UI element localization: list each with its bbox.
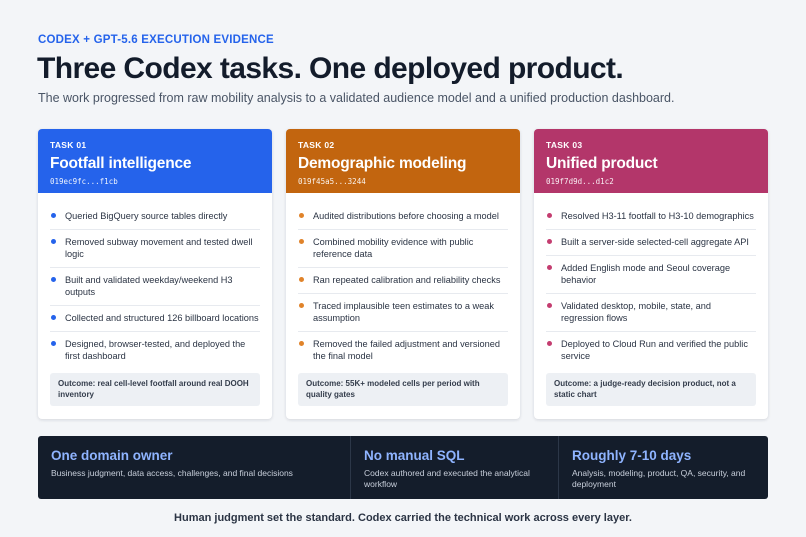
task-id: 019ec9fc...f1cb <box>50 177 118 186</box>
list-item: Removed subway movement and tested dwell… <box>50 230 260 268</box>
stat-value: No manual SQL <box>364 448 465 463</box>
list-item: Deployed to Cloud Run and verified the p… <box>546 332 756 369</box>
list-item-text: Resolved H3-11 footfall to H3-10 demogra… <box>561 211 754 221</box>
task-title: Demographic modeling <box>298 155 467 172</box>
bullet-dot-icon <box>299 277 304 282</box>
task-card-demographic: TASK 02 Demographic modeling 019f45a5...… <box>286 129 520 419</box>
stat-description: Business judgment, data access, challeng… <box>51 468 293 478</box>
task-card-body: Audited distributions before choosing a … <box>286 193 520 419</box>
list-item-text: Added English mode and Seoul coverage be… <box>561 263 731 285</box>
list-item: Built and validated weekday/weekend H3 o… <box>50 268 260 306</box>
list-item-text: Removed the failed adjustment and versio… <box>313 339 500 361</box>
stat-description: Codex authored and executed the analytic… <box>364 468 530 489</box>
bullet-dot-icon <box>299 341 304 346</box>
list-item-text: Traced implausible teen estimates to a w… <box>313 301 494 323</box>
stat-value: One domain owner <box>51 448 173 463</box>
task-title: Unified product <box>546 155 658 172</box>
bullet-dot-icon <box>51 277 56 282</box>
task-card-header: TASK 03 Unified product 019f7d9d...d1c2 <box>534 129 768 193</box>
bullet-dot-icon <box>547 303 552 308</box>
list-item: Queried BigQuery source tables directly <box>50 204 260 230</box>
list-item-text: Combined mobility evidence with public r… <box>313 237 474 259</box>
stat-no-manual-sql: No manual SQL Codex authored and execute… <box>351 436 559 499</box>
task-card-footfall: TASK 01 Footfall intelligence 019ec9fc..… <box>38 129 272 419</box>
summary-stats-band: One domain owner Business judgment, data… <box>38 436 768 499</box>
bullet-dot-icon <box>547 239 552 244</box>
list-item-text: Audited distributions before choosing a … <box>313 211 499 221</box>
task-number: TASK 02 <box>298 140 335 150</box>
task-number: TASK 03 <box>546 140 583 150</box>
page-subtitle: The work progressed from raw mobility an… <box>38 91 675 105</box>
list-item: Added English mode and Seoul coverage be… <box>546 256 756 294</box>
list-item: Designed, browser-tested, and deployed t… <box>50 332 260 369</box>
outcome-box: Outcome: 55K+ modeled cells per period w… <box>298 373 508 406</box>
stat-domain-owner: One domain owner Business judgment, data… <box>38 436 351 499</box>
list-item: Removed the failed adjustment and versio… <box>298 332 508 369</box>
list-item: Built a server-side selected-cell aggreg… <box>546 230 756 256</box>
list-item: Traced implausible teen estimates to a w… <box>298 294 508 332</box>
list-item: Collected and structured 126 billboard l… <box>50 306 260 332</box>
outcome-box: Outcome: a judge-ready decision product,… <box>546 373 756 406</box>
bullet-dot-icon <box>299 213 304 218</box>
footer-tagline: Human judgment set the standard. Codex c… <box>174 512 632 524</box>
list-item: Ran repeated calibration and reliability… <box>298 268 508 294</box>
bullet-dot-icon <box>547 265 552 270</box>
list-item: Combined mobility evidence with public r… <box>298 230 508 268</box>
task-id: 019f7d9d...d1c2 <box>546 177 614 186</box>
stat-value: Roughly 7-10 days <box>572 448 692 463</box>
list-item-text: Designed, browser-tested, and deployed t… <box>65 339 246 361</box>
list-item-text: Deployed to Cloud Run and verified the p… <box>561 339 748 361</box>
eyebrow-label: CODEX + GPT-5.6 EXECUTION EVIDENCE <box>38 34 274 46</box>
task-step-list: Queried BigQuery source tables directly … <box>50 204 260 369</box>
list-item-text: Removed subway movement and tested dwell… <box>65 237 253 259</box>
list-item: Audited distributions before choosing a … <box>298 204 508 230</box>
list-item-text: Ran repeated calibration and reliability… <box>313 275 501 285</box>
task-step-list: Audited distributions before choosing a … <box>298 204 508 369</box>
page-title: Three Codex tasks. One deployed product. <box>37 52 624 85</box>
list-item: Validated desktop, mobile, state, and re… <box>546 294 756 332</box>
bullet-dot-icon <box>547 341 552 346</box>
list-item-text: Built a server-side selected-cell aggreg… <box>561 237 749 247</box>
list-item: Resolved H3-11 footfall to H3-10 demogra… <box>546 204 756 230</box>
task-id: 019f45a5...3244 <box>298 177 366 186</box>
task-card-header: TASK 01 Footfall intelligence 019ec9fc..… <box>38 129 272 193</box>
bullet-dot-icon <box>299 303 304 308</box>
task-title: Footfall intelligence <box>50 155 192 172</box>
list-item-text: Built and validated weekday/weekend H3 o… <box>65 275 233 297</box>
list-item-text: Validated desktop, mobile, state, and re… <box>561 301 711 323</box>
bullet-dot-icon <box>51 315 56 320</box>
task-card-header: TASK 02 Demographic modeling 019f45a5...… <box>286 129 520 193</box>
bullet-dot-icon <box>51 213 56 218</box>
task-card-body: Queried BigQuery source tables directly … <box>38 193 272 419</box>
bullet-dot-icon <box>299 239 304 244</box>
bullet-dot-icon <box>547 213 552 218</box>
task-step-list: Resolved H3-11 footfall to H3-10 demogra… <box>546 204 756 369</box>
stat-description: Analysis, modeling, product, QA, securit… <box>572 468 746 489</box>
list-item-text: Queried BigQuery source tables directly <box>65 211 228 221</box>
task-card-product: TASK 03 Unified product 019f7d9d...d1c2 … <box>534 129 768 419</box>
task-card-body: Resolved H3-11 footfall to H3-10 demogra… <box>534 193 768 419</box>
outcome-box: Outcome: real cell-level footfall around… <box>50 373 260 406</box>
task-cards: TASK 01 Footfall intelligence 019ec9fc..… <box>38 129 768 419</box>
bullet-dot-icon <box>51 239 56 244</box>
task-number: TASK 01 <box>50 140 87 150</box>
bullet-dot-icon <box>51 341 56 346</box>
list-item-text: Collected and structured 126 billboard l… <box>65 313 259 323</box>
stat-duration: Roughly 7-10 days Analysis, modeling, pr… <box>559 436 768 499</box>
